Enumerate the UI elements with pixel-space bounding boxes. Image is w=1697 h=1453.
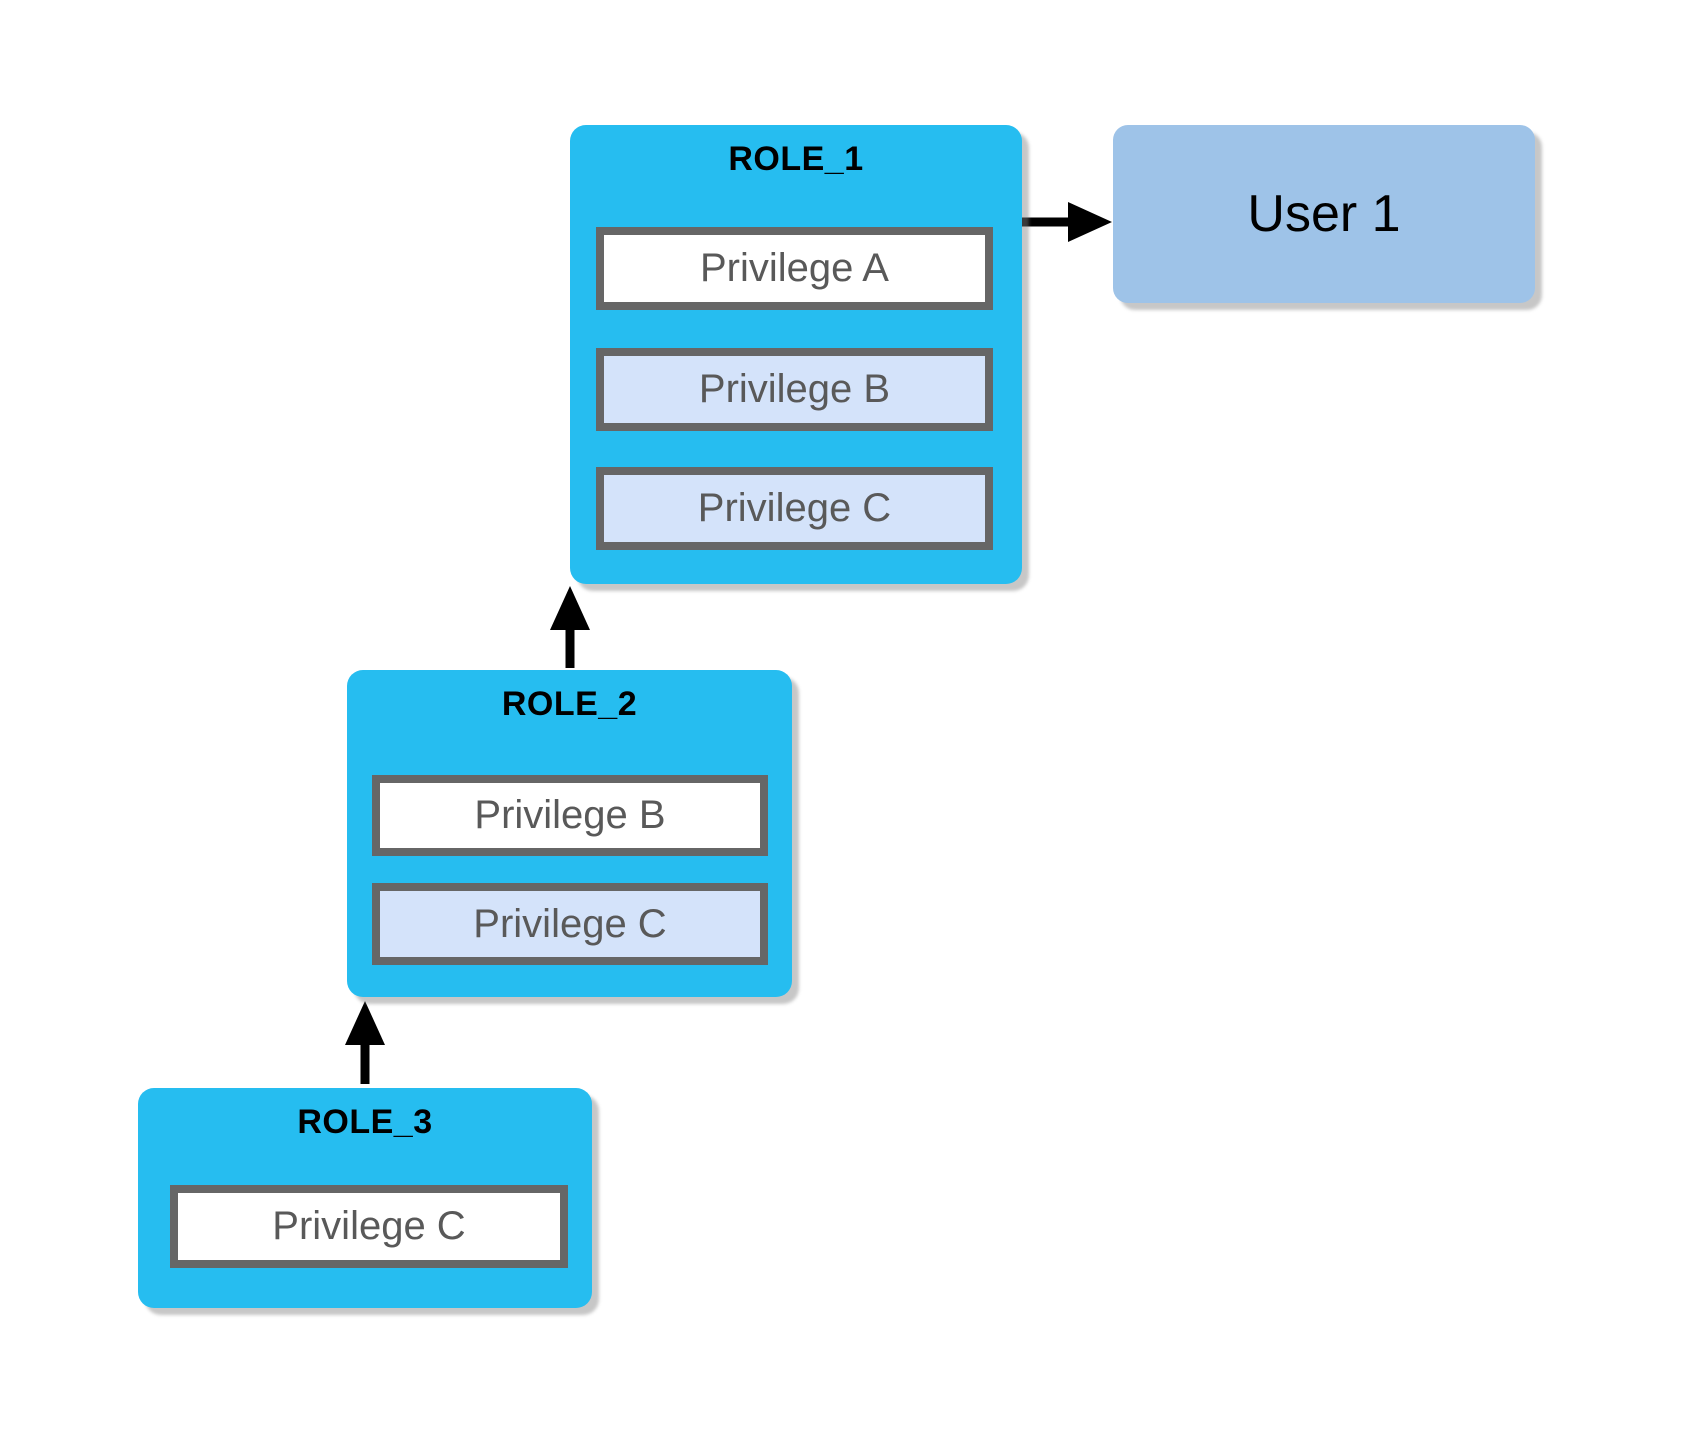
user-1-label: User 1	[1247, 185, 1401, 243]
role-1-privilege-b: Privilege B	[596, 348, 993, 431]
role-1-privilege-a: Privilege A	[596, 227, 993, 310]
role-2-title: ROLE_2	[501, 685, 638, 723]
role-1-node: ROLE_1 Privilege A Privilege B Privilege…	[570, 125, 1022, 584]
arrow-role3-to-role2	[345, 1001, 385, 1084]
user-1-node: User 1	[1113, 125, 1535, 303]
role-3-privilege-c: Privilege C	[170, 1185, 568, 1268]
arrow-role1-to-user1	[1020, 202, 1112, 242]
arrow-role2-to-role1	[550, 586, 590, 668]
role-2-node: ROLE_2 Privilege B Privilege C	[347, 670, 792, 997]
role-3-node: ROLE_3 Privilege C	[138, 1088, 592, 1308]
role-2-privilege-b: Privilege B	[372, 775, 768, 856]
role-3-title: ROLE_3	[297, 1103, 433, 1141]
role-2-privilege-c: Privilege C	[372, 883, 768, 965]
role-1-privilege-c: Privilege C	[596, 467, 993, 550]
role-1-title: ROLE_1	[728, 140, 864, 178]
